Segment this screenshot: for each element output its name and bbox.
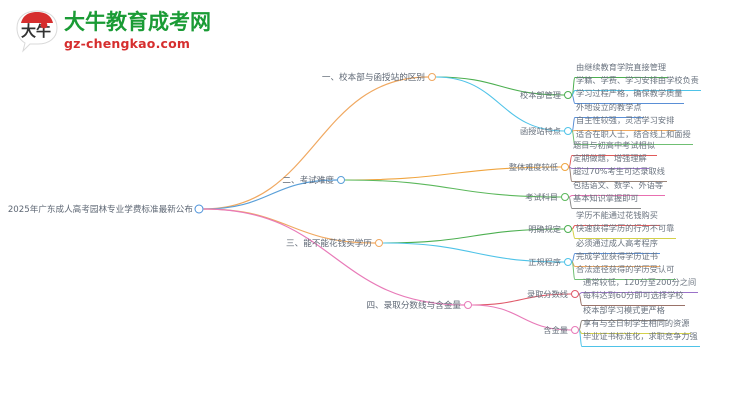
- mindmap-branch-4-node[interactable]: [464, 301, 472, 309]
- mindmap-leaf-1-2-1[interactable]: 外地设立的教学点: [576, 102, 642, 112]
- mindmap-leaf-4-1-1[interactable]: 通常较低，120分至200分之间: [583, 277, 697, 287]
- mindmap-branch-2-label[interactable]: 二、考试难度: [282, 176, 334, 186]
- mindmap-leaf-3-1-2[interactable]: 快速获得学历的行为不可靠: [576, 223, 675, 233]
- mindmap-leaf-1-1-3[interactable]: 学习过程严格，确保教学质量: [576, 88, 683, 98]
- mindmap-root-node[interactable]: [194, 204, 204, 214]
- mindmap-branch-1-node[interactable]: [428, 73, 436, 81]
- mindmap-leaf-4-1-2[interactable]: 每科达到60分即可选择学校: [583, 290, 684, 300]
- mindmap-leaf-2-1-2[interactable]: 定期做题，增强理解: [573, 153, 647, 163]
- brand-text-block: 大牛教育成考网 gz-chengkao.com: [64, 10, 211, 52]
- mindmap-branch-4-label[interactable]: 四、录取分数线与含金量: [366, 301, 461, 311]
- mindmap-leaf-2-1-1[interactable]: 题目与初高中考试相似: [573, 140, 655, 150]
- mindmap-subtopic-3-2-node[interactable]: [564, 258, 572, 266]
- mindmap-leaf-1-2-2[interactable]: 自主性较强，灵活学习安排: [576, 115, 675, 125]
- mindmap-subtopic-4-2-label[interactable]: 含金量: [543, 325, 568, 335]
- mindmap-branch-3-node[interactable]: [375, 239, 383, 247]
- site-header: 大牛 大牛教育成考网 gz-chengkao.com: [0, 0, 750, 62]
- brand-logo-icon: 大牛: [14, 9, 60, 53]
- mindmap-branch-3-label[interactable]: 三、能不能花钱买学历: [286, 239, 372, 249]
- brand-domain: gz-chengkao.com: [64, 36, 191, 51]
- mindmap-subtopic-1-1-node[interactable]: [564, 91, 572, 99]
- mindmap-subtopic-1-1-label[interactable]: 校本部管理: [520, 90, 561, 100]
- mindmap-subtopic-4-1-label[interactable]: 录取分数线: [527, 289, 568, 299]
- mindmap-leaf-3-2-3[interactable]: 合法途径获得的学历受认可: [576, 264, 675, 274]
- mindmap-leaf-2-2-2[interactable]: 基本知识掌握即可: [573, 193, 639, 203]
- mindmap-leaf-3-2-1[interactable]: 必须通过成人高考程序: [576, 238, 658, 248]
- mindmap-leaf-3-2-2[interactable]: 完成学业获得学历证书: [576, 251, 658, 261]
- mindmap-subtopic-2-1-label[interactable]: 整体难度较低: [508, 162, 558, 172]
- mindmap-subtopic-1-2-node[interactable]: [564, 127, 572, 135]
- mindmap-subtopic-4-2-node[interactable]: [571, 326, 579, 334]
- mindmap-leaf-3-1-1[interactable]: 学历不能通过花钱购买: [576, 210, 658, 220]
- mindmap-subtopic-4-1-node[interactable]: [571, 290, 579, 298]
- mindmap-leaf-4-2-3[interactable]: 毕业证书标准化，求职竞争力强: [583, 331, 698, 341]
- mindmap-root-label[interactable]: 2025年广东成人高考园林专业学费标准最新公布: [7, 205, 193, 215]
- mindmap-leaf-2-1-3[interactable]: 超过70%考生可达录取线: [573, 166, 665, 176]
- mindmap-leaf-1-2-3[interactable]: 适合在职人士，结合线上和面授: [576, 129, 691, 139]
- brand-title: 大牛教育成考网: [64, 10, 211, 34]
- mindmap-subtopic-3-2-label[interactable]: 正规程序: [528, 257, 561, 267]
- mindmap-subtopic-3-1-node[interactable]: [564, 225, 572, 233]
- mindmap-branch-2-node[interactable]: [337, 176, 345, 184]
- mindmap-leaf-4-2-2[interactable]: 享有与全日制学生相同的资源: [583, 318, 690, 328]
- mindmap-subtopic-2-2-label[interactable]: 考试科目: [525, 192, 558, 202]
- mindmap-subtopic-2-2-node[interactable]: [561, 193, 569, 201]
- mindmap-leaf-4-2-1[interactable]: 校本部学习模式更严格: [583, 305, 665, 315]
- mindmap-leaf-1-1-2[interactable]: 学籍、学费、学习安排由学校负责: [576, 75, 699, 85]
- mindmap-leaf-1-1-1[interactable]: 由继续教育学院直接管理: [576, 62, 667, 72]
- mindmap-leaf-2-2-1[interactable]: 包括语文、数学、外语等: [573, 180, 664, 190]
- mindmap-subtopic-1-2-label[interactable]: 函授站特点: [520, 126, 561, 136]
- mindmap-branch-1-label[interactable]: 一、校本部与函授站的区别: [321, 73, 425, 83]
- mindmap-subtopic-3-1-label[interactable]: 明确规定: [528, 224, 561, 234]
- mindmap-subtopic-2-1-node[interactable]: [561, 163, 569, 171]
